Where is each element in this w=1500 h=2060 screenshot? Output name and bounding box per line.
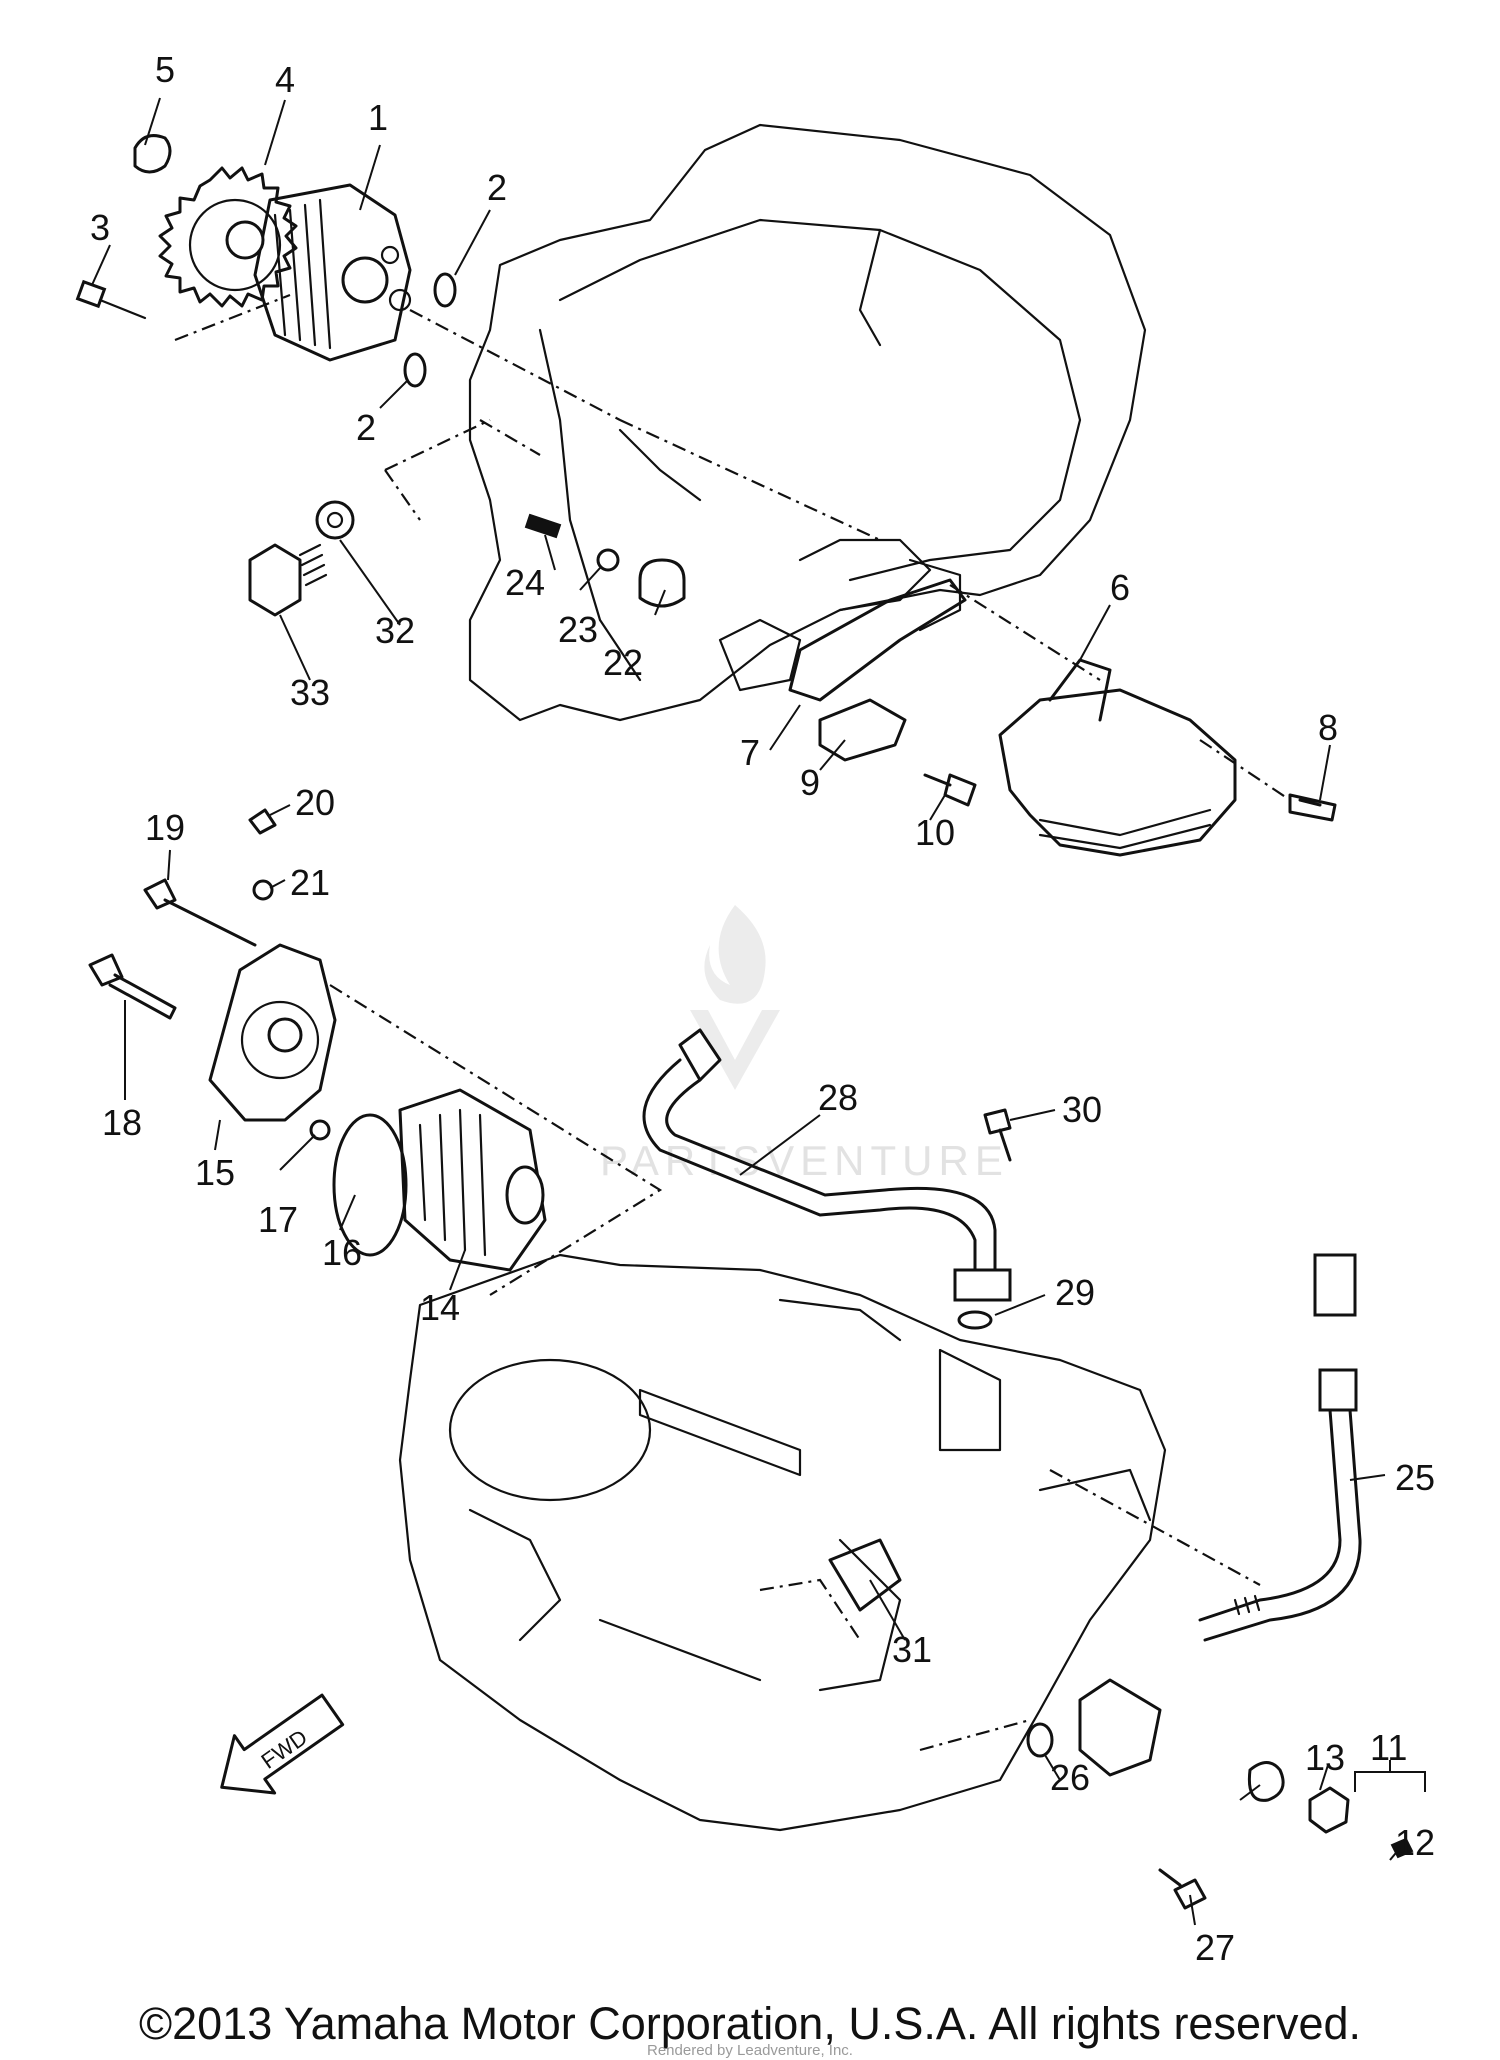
crankcase-lower <box>398 1253 1167 1832</box>
filter-cover-bolt-short <box>88 953 177 1020</box>
callout-15: 15 <box>195 1152 235 1193</box>
cover-o-ring-small <box>309 1119 331 1141</box>
oil-check-bolt <box>1308 1786 1350 1834</box>
callout-8: 8 <box>1318 707 1338 748</box>
callout-18: 18 <box>102 1102 142 1143</box>
callout-22: 22 <box>603 642 643 683</box>
watermark-v-logo-icon <box>690 1010 780 1090</box>
plate-bolt <box>923 773 977 807</box>
callout-28: 28 <box>818 1077 858 1118</box>
watermark-text: PARTSVENTURE <box>600 1137 1009 1184</box>
callout-26: 26 <box>1050 1757 1090 1798</box>
watermark: PARTSVENTURE <box>600 905 1009 1184</box>
callout-9: 9 <box>800 762 820 803</box>
small-o-ring <box>596 548 620 572</box>
filter-cover-bolt-long <box>143 878 257 947</box>
hose-union <box>1078 1678 1162 1777</box>
oil-check-bolt-inner <box>828 1538 902 1612</box>
copyright-notice: ©2013 Yamaha Motor Corporation, U.S.A. A… <box>138 1998 1362 2049</box>
callout-7: 7 <box>740 732 760 773</box>
oil-delivery-pipe <box>642 1028 1012 1302</box>
callout-32: 32 <box>375 610 415 651</box>
oil-hose <box>1198 1253 1362 1642</box>
watermark-flame-icon <box>704 905 766 1004</box>
strainer-bolt <box>1288 793 1337 822</box>
callout-25: 25 <box>1395 1457 1435 1498</box>
callout-31: 31 <box>892 1629 932 1670</box>
callout-5: 5 <box>155 49 175 90</box>
callout-labels: 1 2 2 3 4 5 6 7 8 9 10 11 12 13 14 15 16… <box>90 49 1435 1968</box>
filter-cover-o-ring <box>332 1113 408 1257</box>
callout-2-lower: 2 <box>356 407 376 448</box>
callout-23: 23 <box>558 609 598 650</box>
callout-33: 33 <box>290 672 330 713</box>
oil-filter-element <box>398 1088 547 1272</box>
gear-circlip <box>133 134 172 174</box>
callout-29: 29 <box>1055 1272 1095 1313</box>
callout-30: 30 <box>1062 1089 1102 1130</box>
small-washer <box>252 879 274 901</box>
strainer-plate <box>818 698 907 762</box>
pipe-bolt <box>983 1108 1012 1162</box>
callout-20: 20 <box>295 782 335 823</box>
drain-bolt <box>248 543 328 617</box>
callout-24: 24 <box>505 562 545 603</box>
callout-13: 13 <box>1305 1737 1345 1778</box>
callout-6: 6 <box>1110 567 1130 608</box>
pump-drive-gear <box>158 166 298 308</box>
pump-o-ring-lower <box>403 352 427 388</box>
callout-14: 14 <box>420 1287 460 1328</box>
callout-16: 16 <box>322 1232 362 1273</box>
dowel-spring <box>524 513 562 539</box>
callout-12: 12 <box>1395 1822 1435 1863</box>
callout-21: 21 <box>290 862 330 903</box>
callout-10: 10 <box>915 812 955 853</box>
hose-o-ring <box>1026 1722 1054 1758</box>
callout-17: 17 <box>258 1199 298 1240</box>
callout-2-upper: 2 <box>487 167 507 208</box>
strainer-bracket <box>788 578 967 702</box>
drain-washer <box>315 500 355 540</box>
union-bolt-small <box>248 808 277 835</box>
callout-11: 11 <box>1370 1727 1407 1768</box>
leader-lines <box>91 97 1401 1926</box>
pipe-o-ring <box>957 1310 993 1330</box>
pump-bolt <box>75 279 147 320</box>
union-bolt <box>1158 1868 1207 1910</box>
pump-o-ring-upper <box>433 272 457 308</box>
rendered-by-note: Rendered by Leadventure, Inc. <box>647 2042 853 2059</box>
callout-3: 3 <box>90 207 110 248</box>
callout-4: 4 <box>275 59 295 100</box>
oil-filter-cover <box>208 943 337 1122</box>
callout-1: 1 <box>368 97 388 138</box>
oil-strainer <box>998 658 1237 857</box>
forward-direction-arrow: FWD <box>220 1693 345 1795</box>
callout-19: 19 <box>145 807 185 848</box>
callout-27: 27 <box>1195 1927 1235 1968</box>
check-bolt-washer <box>1247 1761 1285 1802</box>
